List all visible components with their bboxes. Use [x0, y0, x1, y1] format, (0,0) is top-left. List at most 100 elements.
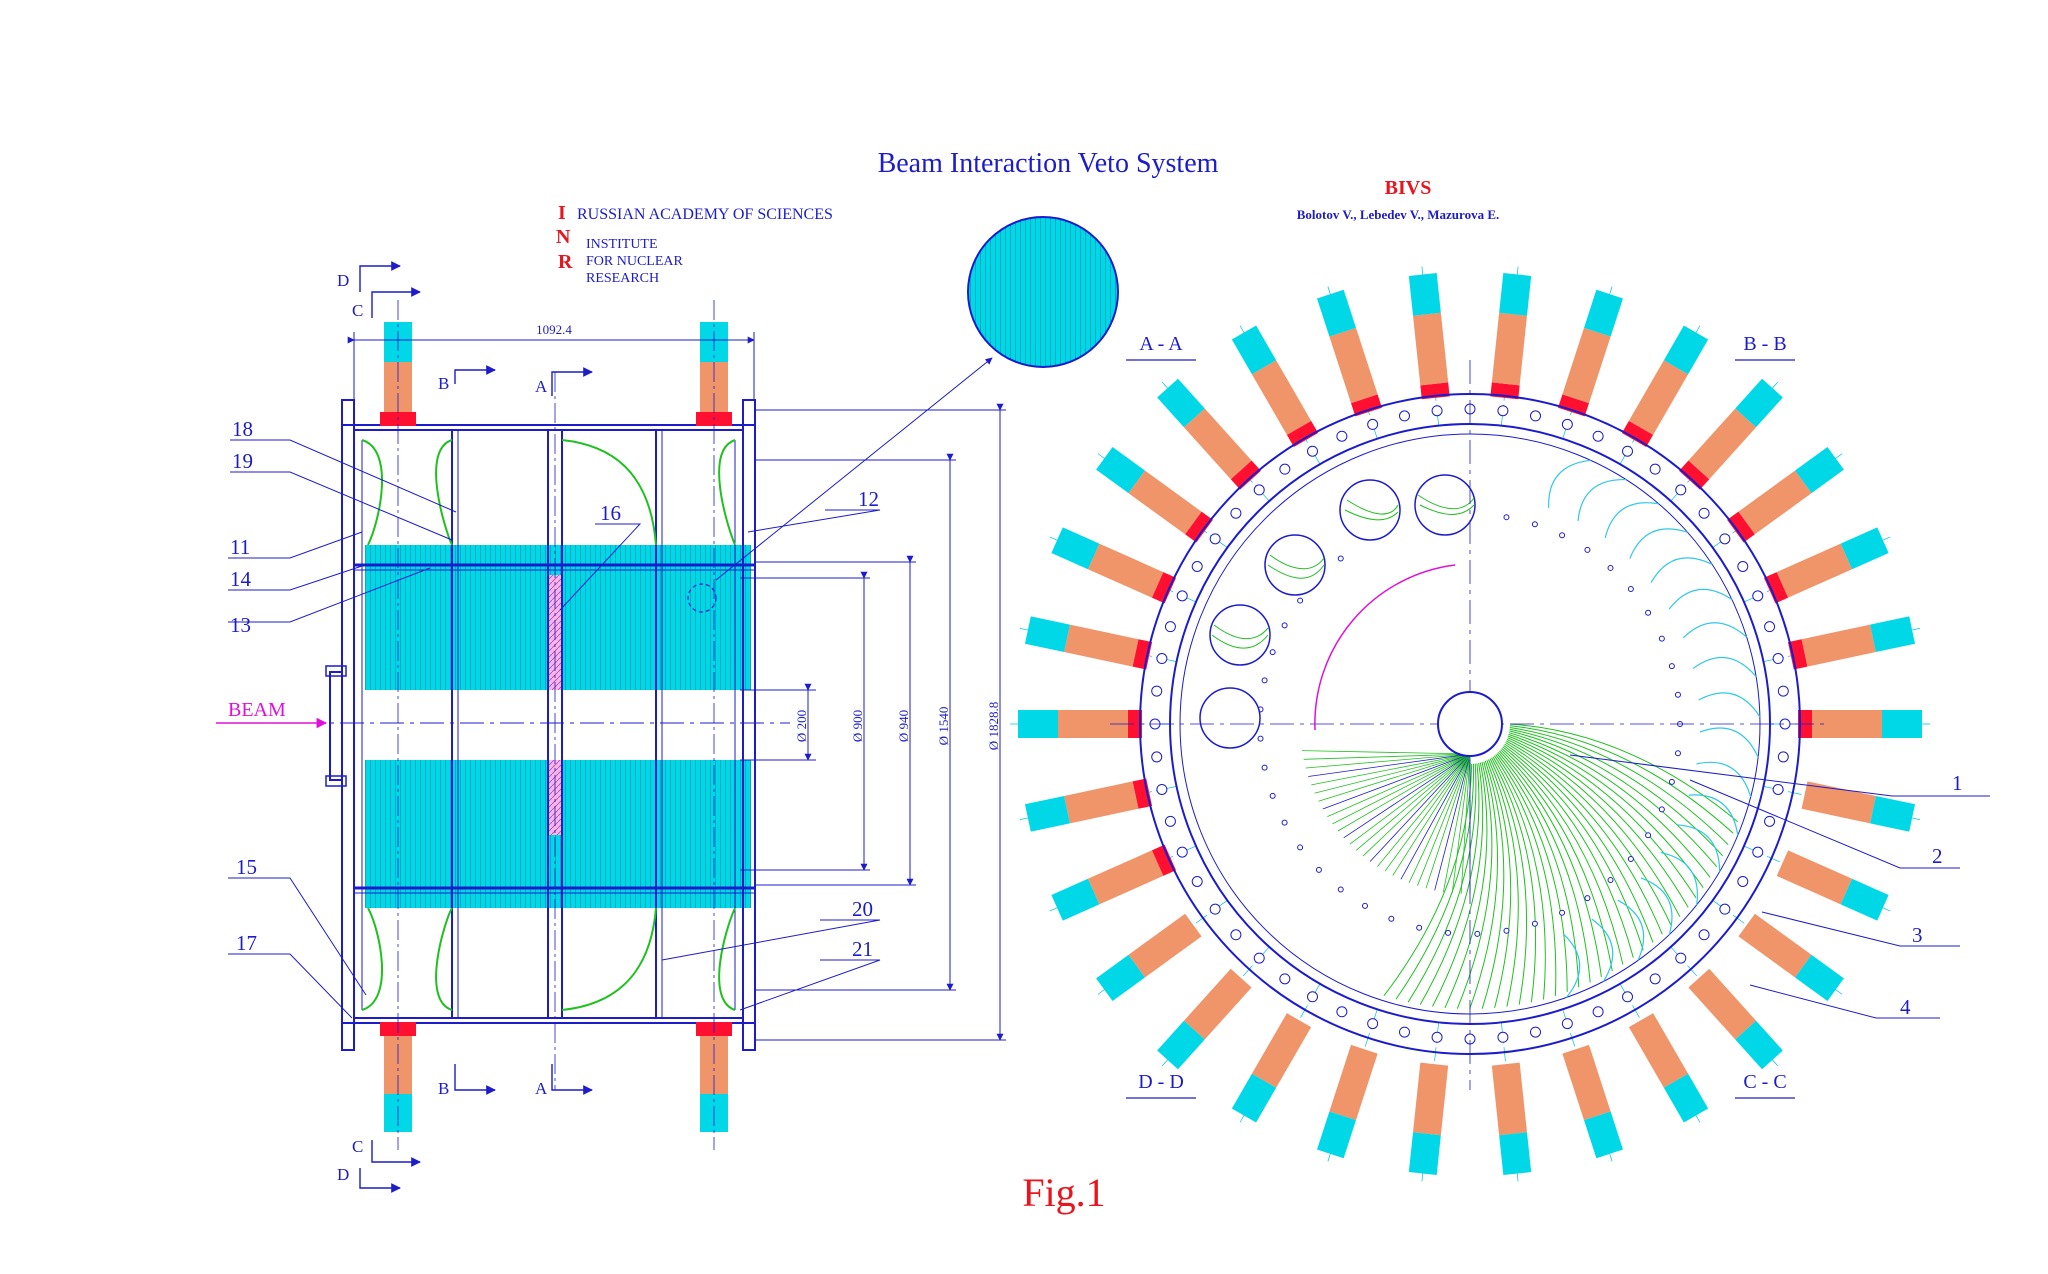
light-guide	[1617, 899, 1645, 961]
fiber-hole	[1337, 886, 1344, 893]
dimension-d1540	[755, 453, 956, 991]
bolt-hole	[1592, 1006, 1604, 1018]
fiber-hole	[1315, 866, 1322, 873]
callout-17: 17	[236, 931, 257, 955]
fiber-hole	[1627, 586, 1634, 593]
bolt-hole	[1191, 876, 1203, 887]
section-marker-b-bottom: B	[438, 1079, 449, 1098]
section-marker-d-top: D	[337, 271, 349, 290]
callout-16: 16	[600, 501, 621, 525]
fiber-hole	[1261, 764, 1268, 771]
bolt-hole	[1209, 533, 1221, 545]
fiber-line	[1493, 755, 1557, 996]
fiber-line	[1507, 735, 1697, 898]
dimension-d1828	[755, 403, 1006, 1041]
fiber-line	[1408, 753, 1471, 883]
bolt-hole	[1772, 653, 1784, 665]
light-guide	[1563, 933, 1581, 998]
light-guide	[1699, 727, 1759, 758]
light-guide	[1688, 794, 1739, 836]
pmt-unit	[1763, 781, 1921, 832]
fiber-hole	[1297, 844, 1304, 851]
pmt-unit	[1763, 616, 1921, 670]
bolt-hole	[1529, 1026, 1541, 1038]
bolt-hole	[1156, 653, 1168, 665]
callout-21: 21	[852, 937, 873, 961]
bolt-hole	[1279, 463, 1291, 475]
institute-line2: INSTITUTE	[586, 237, 658, 252]
fiber-line	[1509, 725, 1734, 834]
fiber-line	[1499, 750, 1602, 977]
fiber-line	[1503, 745, 1644, 951]
light-guide	[1640, 877, 1673, 935]
fiber-line	[1508, 733, 1704, 888]
institute-block: I N R RUSSIAN ACADEMY OF SCIENCES INSTIT…	[556, 202, 833, 286]
fiber-hole	[1645, 609, 1652, 616]
fiber-line	[1400, 753, 1471, 880]
dimension-length-label: 1092.4	[536, 322, 572, 337]
fiber-bundle-circles	[1199, 474, 1476, 749]
center-hole	[1437, 691, 1503, 757]
fiber-hole	[1607, 564, 1614, 571]
fiber-hole	[1337, 555, 1344, 562]
fiber-hole	[1607, 877, 1614, 884]
pmt-unit	[1619, 983, 1709, 1123]
fiber-line	[1486, 760, 1512, 1009]
right-end-flange	[742, 399, 756, 1051]
figure-label: Fig.1	[1022, 1170, 1105, 1215]
bolt-hole	[1176, 846, 1188, 858]
beam-window	[329, 671, 343, 781]
dimension-length: 1092.4	[347, 322, 755, 400]
fiber-hole	[1584, 546, 1591, 553]
institute-line3: FOR NUCLEAR	[586, 254, 684, 269]
pmt-unit	[1049, 844, 1197, 921]
fiber-hole	[1281, 622, 1288, 629]
bolt-hole	[1561, 1018, 1573, 1030]
callout-2: 2	[1932, 844, 1943, 868]
bolt-hole	[1764, 815, 1776, 827]
fiber-fan	[1257, 459, 1761, 1010]
bolt-hole	[1649, 463, 1661, 475]
institute-letter-n: N	[556, 226, 571, 248]
bolt-hole	[1399, 1026, 1411, 1038]
pmt-unit	[1491, 1022, 1532, 1182]
fiber-line	[1509, 727, 1729, 846]
bolt-hole	[1764, 621, 1776, 633]
fiber-line	[1505, 742, 1663, 935]
bolt-hole	[1592, 430, 1604, 442]
fiber-line	[1460, 753, 1471, 894]
bolt-hole	[1649, 973, 1661, 985]
dimension-d940	[755, 555, 916, 886]
fiber-hole	[1445, 929, 1452, 936]
section-view-cc: C - C	[1743, 1071, 1786, 1093]
bolt-hole	[1151, 685, 1163, 697]
fiber-hole	[1297, 597, 1304, 604]
pmt-unit	[1019, 616, 1177, 670]
bolt-hole	[1737, 561, 1749, 572]
section-marker-c-bottom: C	[352, 1137, 363, 1156]
bolt-hole	[1622, 991, 1633, 1003]
bolt-hole	[1431, 405, 1443, 417]
light-guide	[1698, 692, 1761, 718]
pmt-unit	[1096, 900, 1228, 1002]
institute-line1: RUSSIAN ACADEMY OF SCIENCES	[577, 206, 833, 223]
fiber-line	[1509, 728, 1724, 857]
fiber-hole	[1674, 691, 1681, 698]
fiber-line	[1481, 760, 1505, 1009]
bolt-hole	[1497, 1031, 1509, 1043]
bolt-hole	[1777, 685, 1789, 697]
bolt-hole	[1698, 929, 1710, 941]
institute-letter-r: R	[558, 251, 573, 273]
fiber-line	[1509, 730, 1718, 868]
fiber-line	[1392, 753, 1471, 876]
fiber-hole	[1658, 635, 1665, 642]
fiber-hole	[1257, 735, 1264, 742]
fiber-line	[1500, 749, 1613, 972]
bolt-ring	[1149, 403, 1791, 1045]
fiber-line	[1362, 753, 1471, 857]
fiber-line	[1506, 738, 1681, 917]
bolt-hole	[1529, 410, 1541, 422]
callout-18: 18	[232, 417, 253, 441]
fiber-line	[1496, 753, 1580, 988]
fiber-line	[1469, 761, 1499, 1010]
